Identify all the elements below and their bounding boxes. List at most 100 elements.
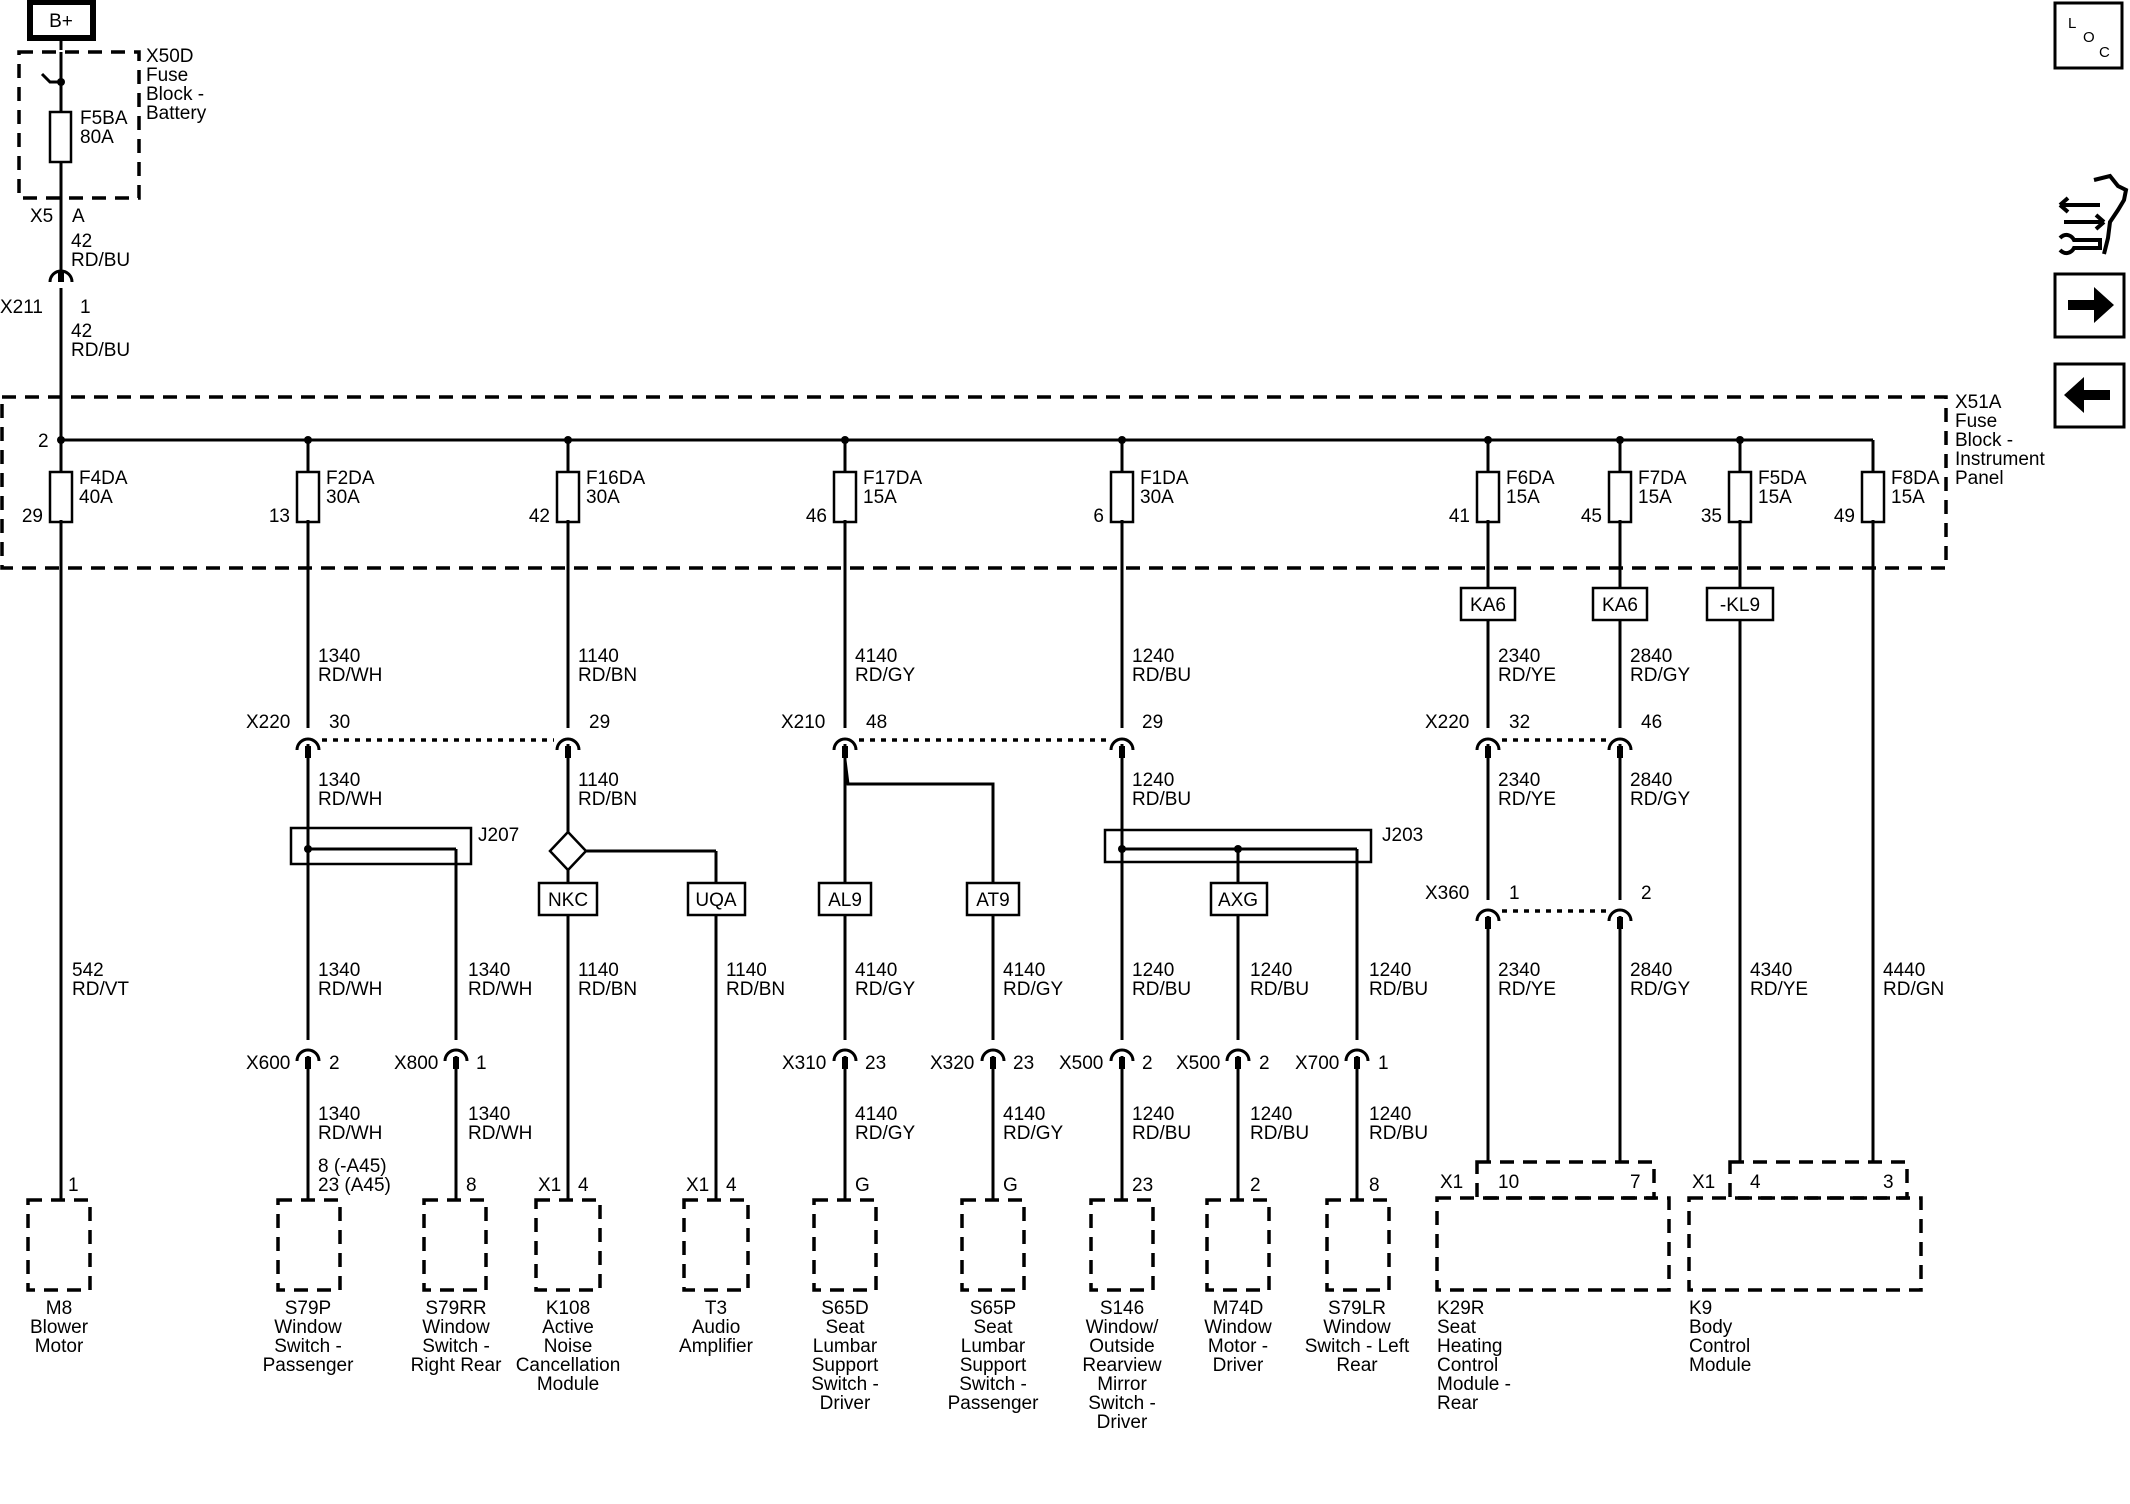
fuse-name: F1DA	[1140, 468, 1189, 489]
x211-connector: X211	[0, 297, 43, 318]
loc-letter-l: L	[2068, 15, 2076, 32]
wire-2840-c-color: RD/GY	[1630, 979, 1691, 1000]
wire-2340-c-color: RD/YE	[1498, 979, 1556, 1000]
k108-connector: X1	[538, 1175, 561, 1196]
s65d-label-2: Seat	[825, 1317, 865, 1338]
connector-symbol	[1109, 1048, 1135, 1069]
wire-2840-a-num: 2840	[1630, 646, 1672, 667]
fuse-rating: 30A	[1140, 487, 1174, 508]
wire-4140-b-color: RD/GY	[855, 979, 916, 1000]
wire-1340-a-color: RD/WH	[318, 665, 382, 686]
x320-name: X320	[930, 1053, 974, 1074]
connector-view-icon[interactable]	[2058, 173, 2129, 256]
k108-label-1: K108	[546, 1298, 590, 1319]
splice-j203: J203	[1382, 825, 1423, 846]
wire-1140-c-color: RD/BN	[578, 979, 637, 1000]
x320-pin: 23	[1013, 1053, 1034, 1074]
wire-1240-a-num: 1240	[1132, 646, 1174, 667]
k29r-pin-a: 10	[1498, 1172, 1519, 1193]
loc-letter-c: C	[2099, 44, 2110, 61]
k29r-label-5: Module -	[1437, 1374, 1511, 1395]
wire-1240-d-num: 1240	[1250, 960, 1292, 981]
k9-pin-a: 4	[1750, 1172, 1761, 1193]
option-nkc: NKC	[548, 890, 588, 911]
k29r-label-4: Control	[1437, 1355, 1498, 1376]
fuse-pin: 6	[1093, 506, 1104, 527]
wire-2840-b-num: 2840	[1630, 770, 1672, 791]
x800-pin: 1	[476, 1053, 487, 1074]
x700-name: X700	[1295, 1053, 1339, 1074]
fuse-name: F8DA	[1891, 468, 1940, 489]
s79rr-pin: 8	[466, 1175, 477, 1196]
wire-2340-b-color: RD/YE	[1498, 789, 1556, 810]
s146-label-1: S146	[1100, 1298, 1144, 1319]
m74d-label-4: Driver	[1213, 1355, 1264, 1376]
wire-4140-d-color: RD/GY	[855, 1123, 916, 1144]
fuse-name: F2DA	[326, 468, 375, 489]
wire-4140-d-num: 4140	[855, 1104, 897, 1125]
m8-label-1: M8	[46, 1298, 72, 1319]
k108-label-2: Active	[542, 1317, 594, 1338]
wire-542-num: 542	[72, 960, 104, 981]
fuse-pin: 49	[1834, 506, 1855, 527]
x210-a-pin: 48	[866, 712, 887, 733]
m74d-pin: 2	[1250, 1175, 1261, 1196]
s65d-label-4: Support	[812, 1355, 879, 1376]
s65p-label-4: Support	[960, 1355, 1027, 1376]
wire-4140-e-color: RD/GY	[1003, 1123, 1064, 1144]
fuse-rating: 30A	[586, 487, 620, 508]
k9-label-3: Control	[1689, 1336, 1750, 1357]
wire-1140-a-color: RD/BN	[578, 665, 637, 686]
s146-label-3: Outside	[1089, 1336, 1154, 1357]
loc-button[interactable]: L O C	[2053, 1, 2124, 70]
wire-1240-b-color: RD/BU	[1132, 789, 1191, 810]
prev-page-button[interactable]	[2053, 362, 2126, 429]
connector-symbol	[1607, 908, 1633, 929]
fuse-rating: 15A	[1638, 487, 1672, 508]
loc-letter-o: O	[2083, 29, 2095, 46]
s65d-pin: G	[855, 1175, 870, 1196]
m74d-label-2: Window	[1204, 1317, 1272, 1338]
next-page-button[interactable]	[2053, 272, 2126, 339]
wire-1340-d-color: RD/WH	[468, 979, 532, 1000]
t3-pin: 4	[726, 1175, 737, 1196]
k108-label-3: Noise	[544, 1336, 593, 1357]
arrow-right-icon	[2068, 287, 2114, 323]
x220-b-pin: 29	[589, 712, 610, 733]
wire-1140-b-color: RD/BN	[578, 789, 637, 810]
battery-fuse-name: F5BA	[80, 108, 128, 129]
x700-pin: 1	[1378, 1053, 1389, 1074]
battery-block-connector: X5	[30, 206, 53, 227]
arrow-left-icon	[2064, 377, 2110, 413]
wire-1140-b-num: 1140	[578, 770, 619, 791]
circuit-wires	[59, 520, 1875, 1200]
wire-1340-b-color: RD/WH	[318, 789, 382, 810]
k9-label-1: K9	[1689, 1298, 1712, 1319]
m74d-label-3: Motor -	[1208, 1336, 1268, 1357]
battery-fuse-rating: 80A	[80, 127, 114, 148]
k9-pin-b: 3	[1883, 1172, 1894, 1193]
fuse-name: F5DA	[1758, 468, 1807, 489]
wire-4140-c-num: 4140	[1003, 960, 1045, 981]
ip-bus-pin: 2	[38, 431, 49, 452]
x500-b-pin: 2	[1259, 1053, 1270, 1074]
ip-block-label-3: Block -	[1955, 430, 2013, 451]
wire-1240-a-color: RD/BU	[1132, 665, 1191, 686]
wire-1140-d-num: 1140	[726, 960, 767, 981]
connector-symbol	[832, 737, 858, 758]
wire-4340-color: RD/YE	[1750, 979, 1808, 1000]
wire-2340-a-color: RD/YE	[1498, 665, 1556, 686]
wire-1240-d-color: RD/BU	[1250, 979, 1309, 1000]
x800-name: X800	[394, 1053, 438, 1074]
wire-1340-a-num: 1340	[318, 646, 360, 667]
wire-4440-color: RD/GN	[1883, 979, 1944, 1000]
s65p-label-3: Lumbar	[961, 1336, 1026, 1357]
s65d-label-3: Lumbar	[813, 1336, 878, 1357]
x310-pin: 23	[865, 1053, 886, 1074]
s79p-label-2: Window	[274, 1317, 342, 1338]
